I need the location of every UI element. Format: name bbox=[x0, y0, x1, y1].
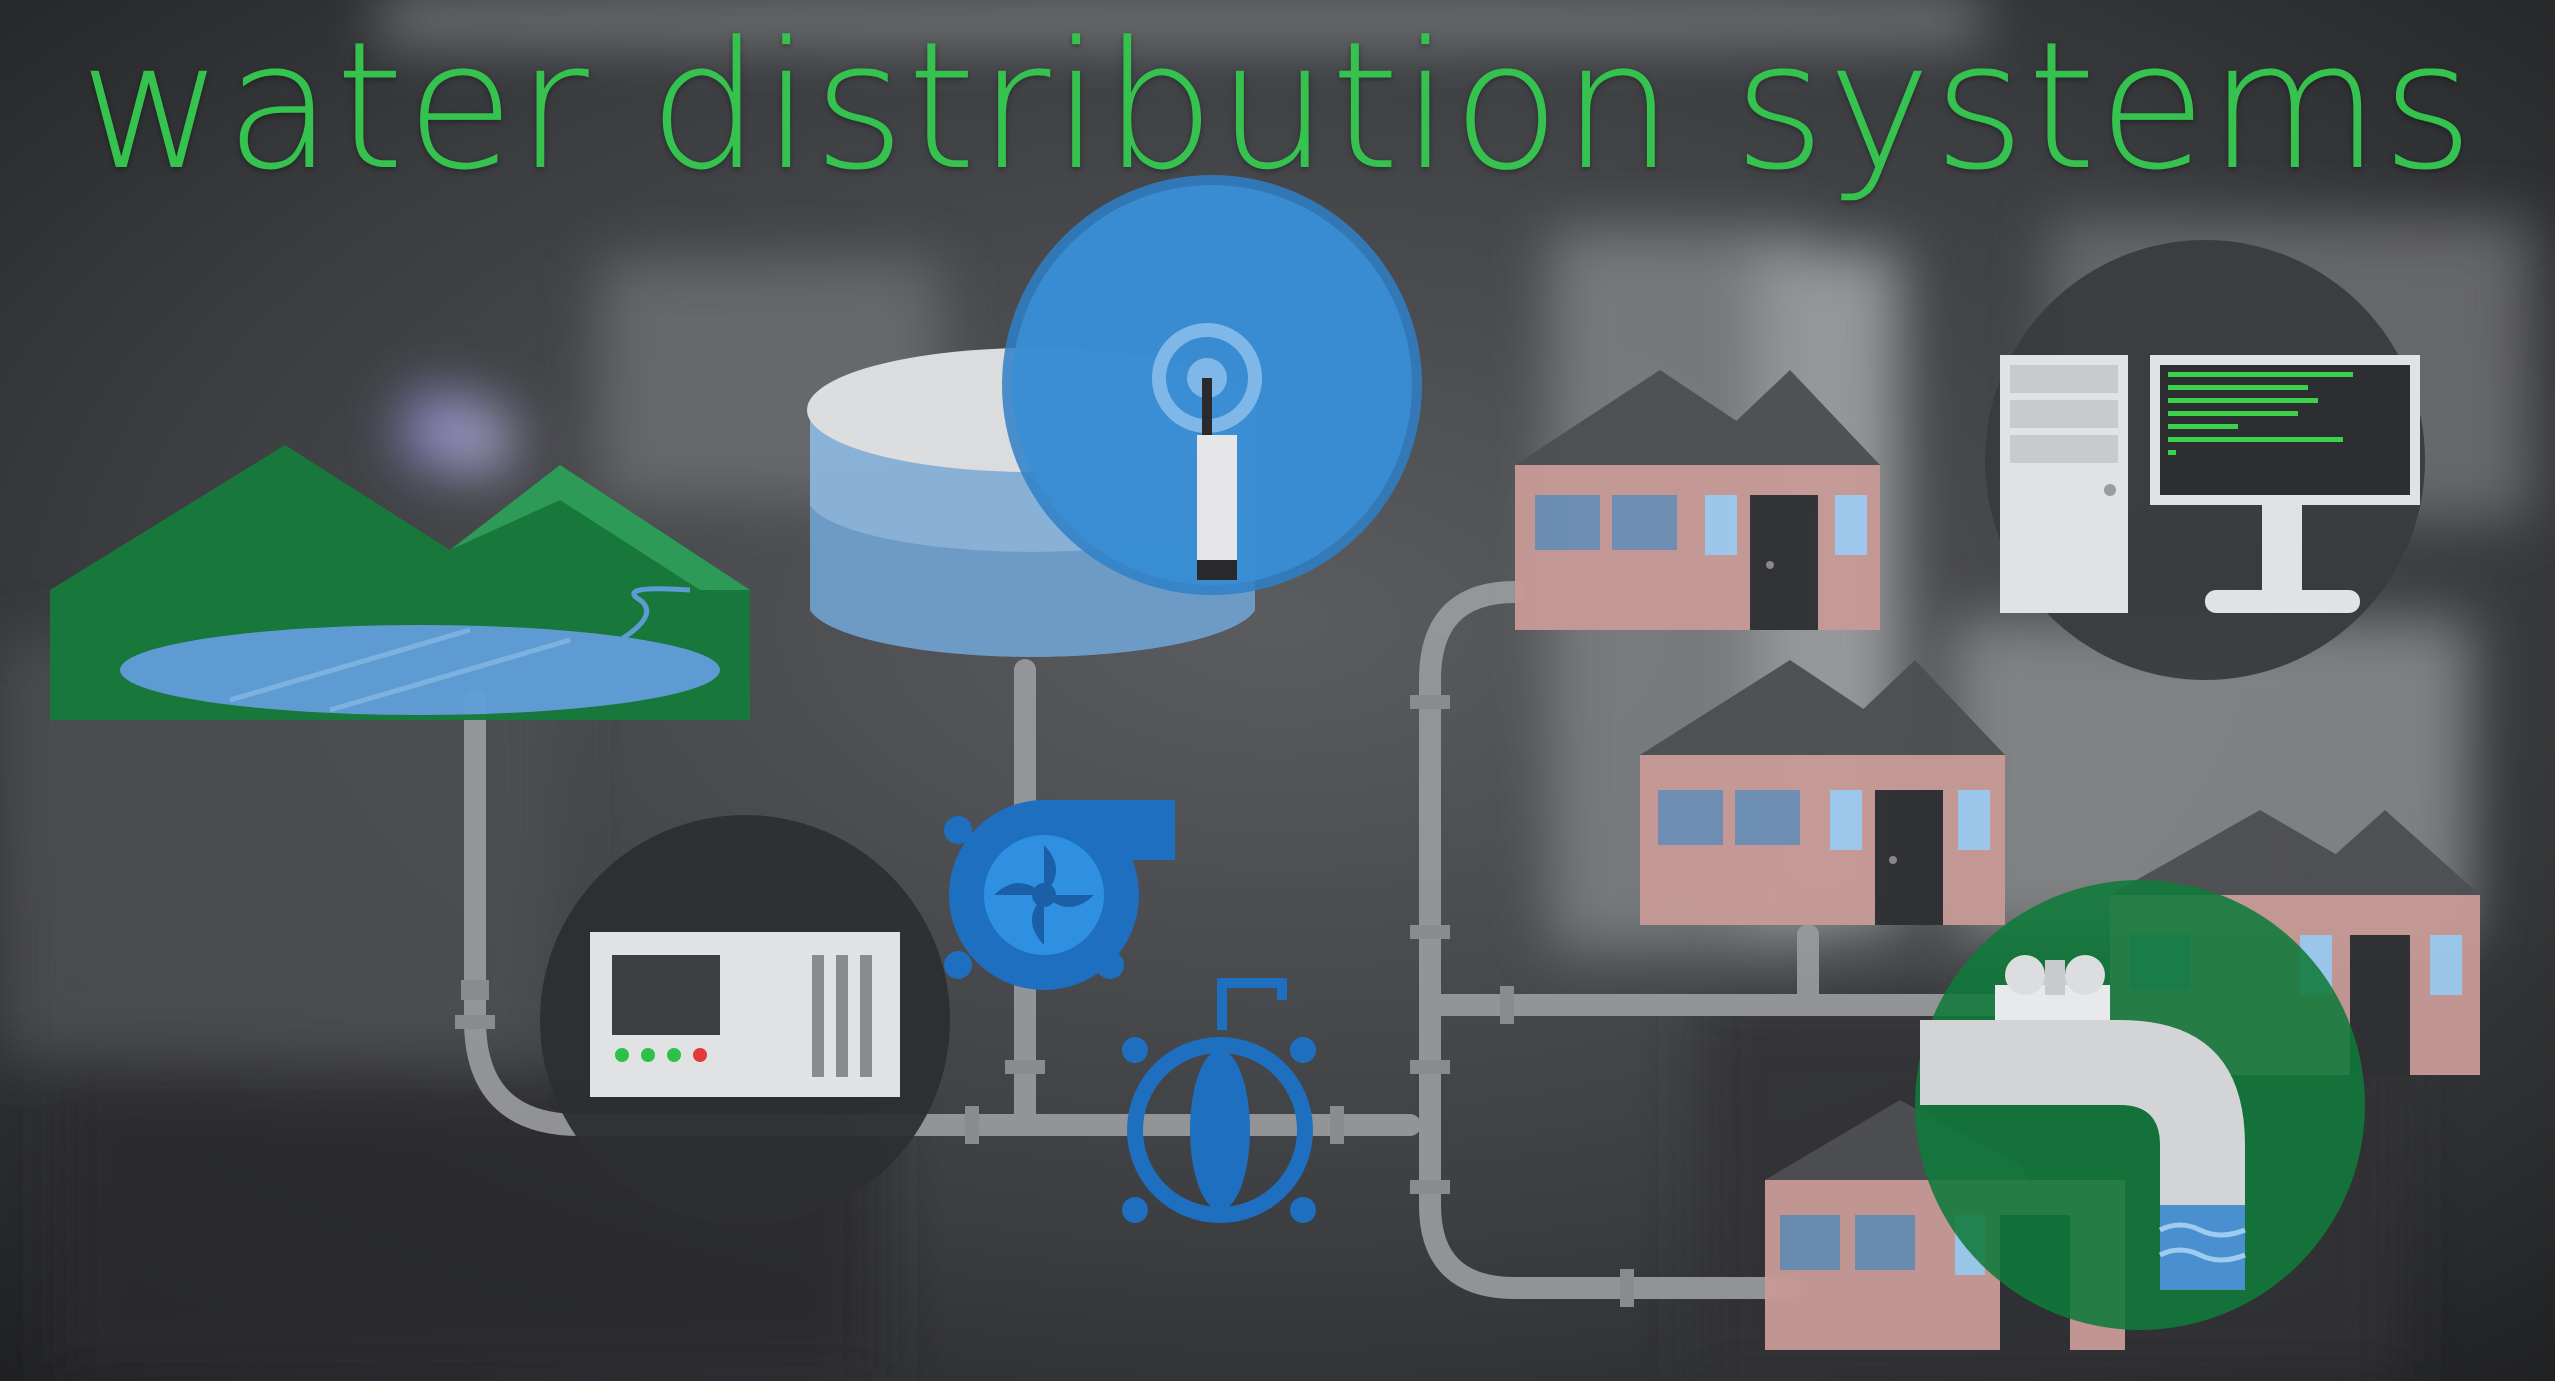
main-pipe bbox=[464, 689, 1421, 1136]
reservoir-icon bbox=[50, 445, 750, 720]
pump-icon bbox=[944, 800, 1175, 990]
house-icon bbox=[1640, 660, 2005, 925]
water-tap-icon bbox=[1915, 880, 2365, 1330]
lower-branch-pipe bbox=[1419, 1114, 1801, 1299]
controller-icon bbox=[540, 815, 950, 1225]
valve-icon bbox=[1122, 978, 1316, 1223]
wireless-sensor-icon bbox=[1002, 175, 1422, 595]
upper-riser-pipe bbox=[1419, 581, 1526, 1136]
house-icon bbox=[1515, 370, 1880, 630]
computer-terminal-icon bbox=[1985, 240, 2425, 680]
diagram-title: water distribution systems bbox=[79, 4, 2476, 209]
pipe-couplings bbox=[455, 695, 1634, 1307]
